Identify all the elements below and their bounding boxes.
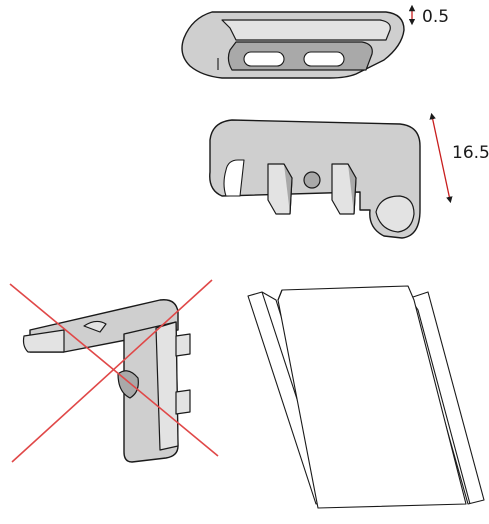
louver-installed-illustration [247,285,485,509]
thickness-value: 0.5 [422,7,449,27]
height-value: 16.5 [452,143,489,163]
cross-out-mark [9,279,219,463]
incorrect-install-illustration [22,299,191,463]
height-arrow [429,112,453,204]
clip-side-view [209,119,421,239]
height-dimension: 16.5 [429,112,489,204]
thickness-dimension: 0.5 [408,4,449,27]
cross-out-line-2 [11,279,213,463]
clip-top-view [181,11,405,79]
